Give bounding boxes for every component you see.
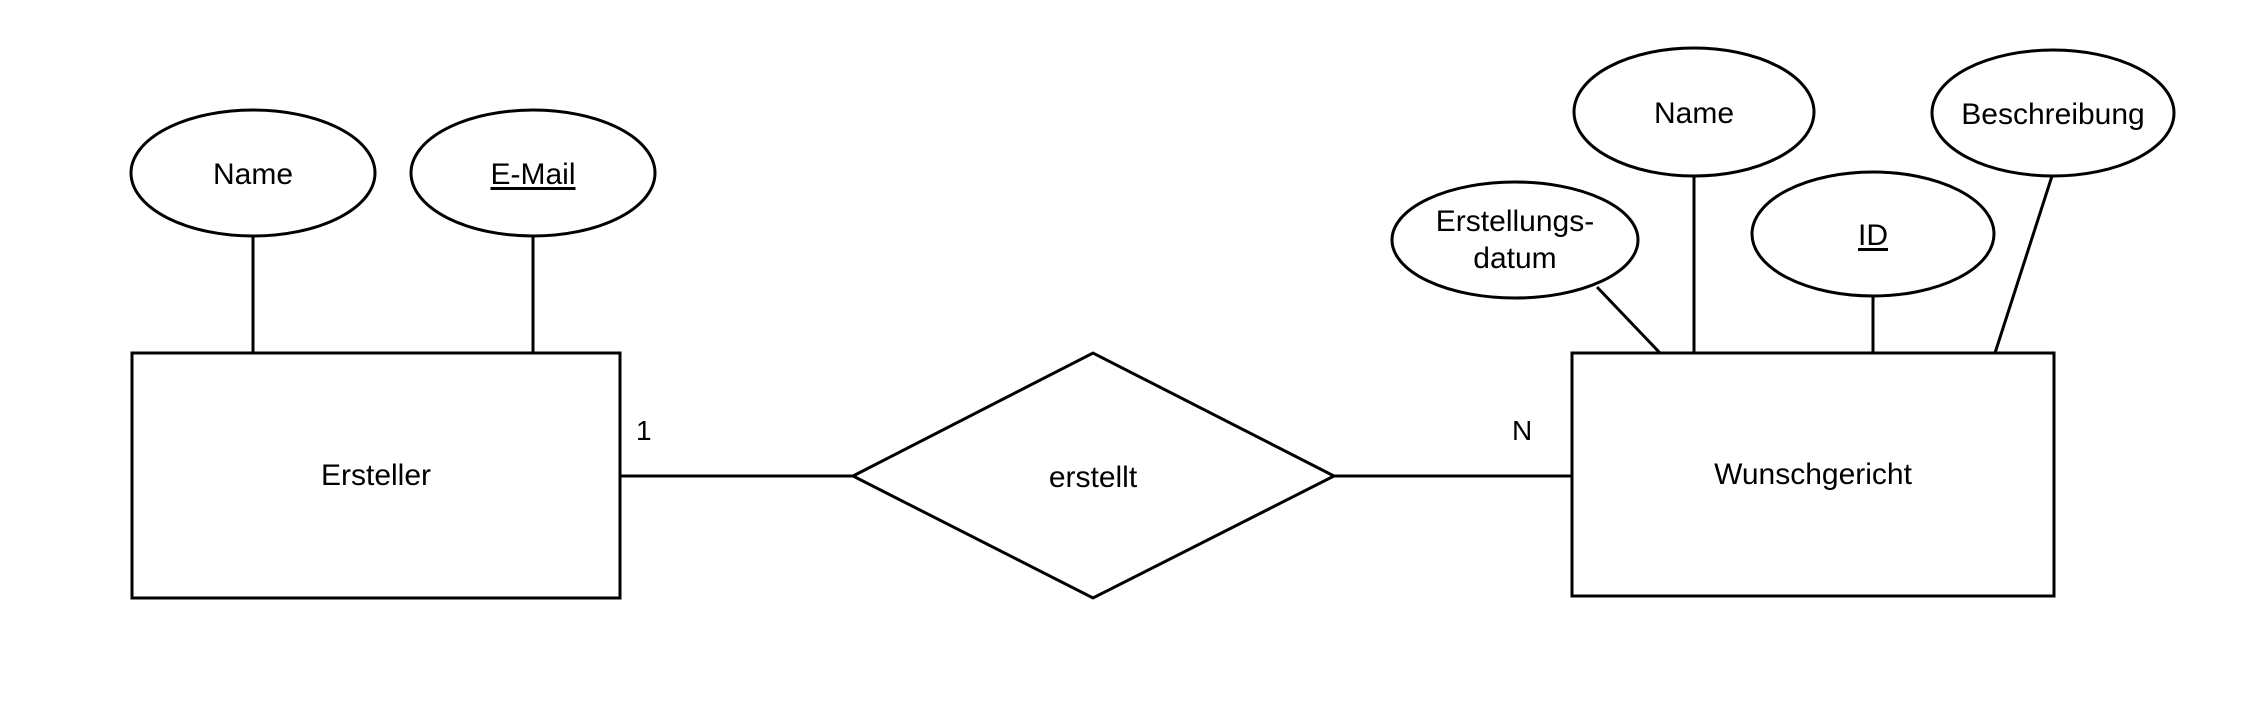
attribute-ellipse-wg-name[interactable] (1572, 46, 1816, 178)
attribute-ellipse-wg-id[interactable] (1750, 170, 1996, 298)
attribute-ellipse-ersteller-name[interactable] (129, 108, 377, 238)
connector-wg-erstellungsdatum (1595, 285, 1662, 355)
entity-box-wunschgericht[interactable] (1570, 351, 2056, 598)
connector-wg-beschreibung (1993, 175, 2054, 354)
attribute-ellipse-wg-erstellungsdatum[interactable] (1390, 180, 1640, 300)
relationship-diamond-erstellt[interactable] (849, 351, 1338, 600)
attribute-ellipse-ersteller-email[interactable] (409, 108, 657, 238)
attribute-ellipse-wg-beschreibung[interactable] (1930, 48, 2176, 178)
entity-box-ersteller[interactable] (130, 351, 622, 600)
